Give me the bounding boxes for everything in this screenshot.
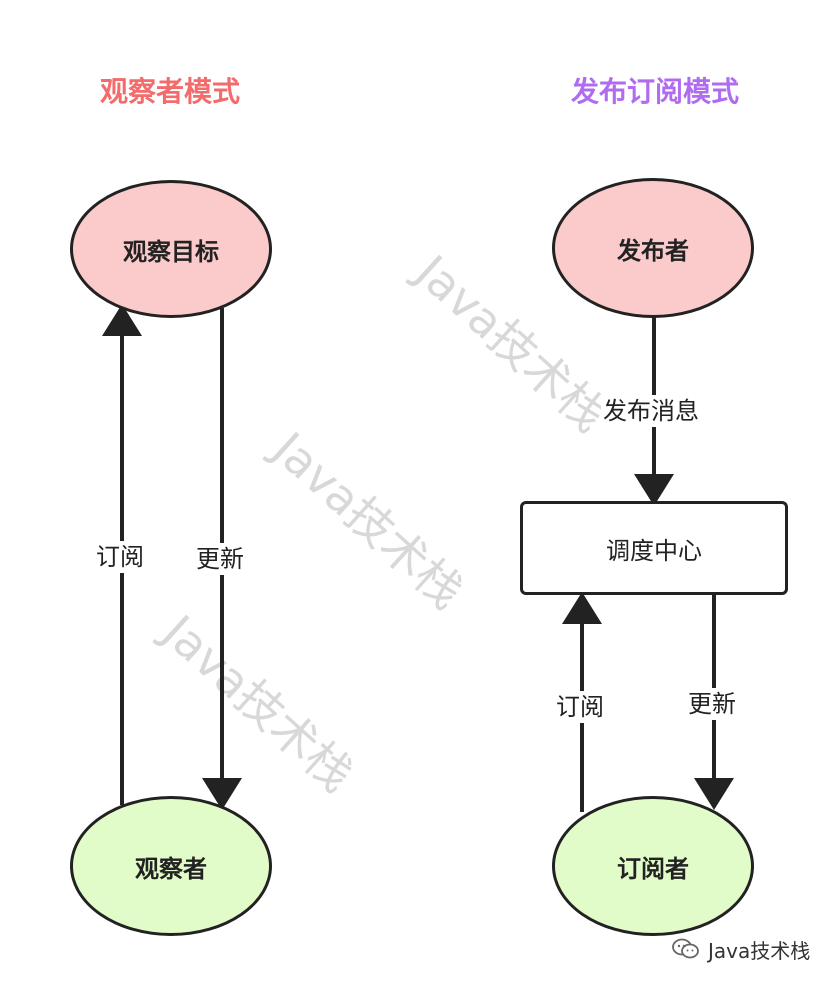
brand-mark: Java技术栈 [672,934,810,964]
publisher-node: 发布者 [552,178,754,318]
subscriber-node: 订阅者 [552,796,754,936]
publish-message-label: 发布消息 [601,395,701,427]
observe-target-node: 观察目标 [70,180,272,318]
observer-subscribe-label: 订阅 [94,541,146,573]
brand-text: Java技术栈 [708,938,811,963]
center-update-label: 更新 [686,688,738,720]
observer-node: 观察者 [70,796,272,936]
observer-pattern-title: 观察者模式 [99,75,240,108]
center-subscribe-label: 订阅 [554,691,606,723]
wechat-icon [672,938,699,959]
dispatch-center-node: 调度中心 [520,501,788,595]
observer-update-label: 更新 [194,543,246,575]
pubsub-pattern-title: 发布订阅模式 [570,75,739,108]
